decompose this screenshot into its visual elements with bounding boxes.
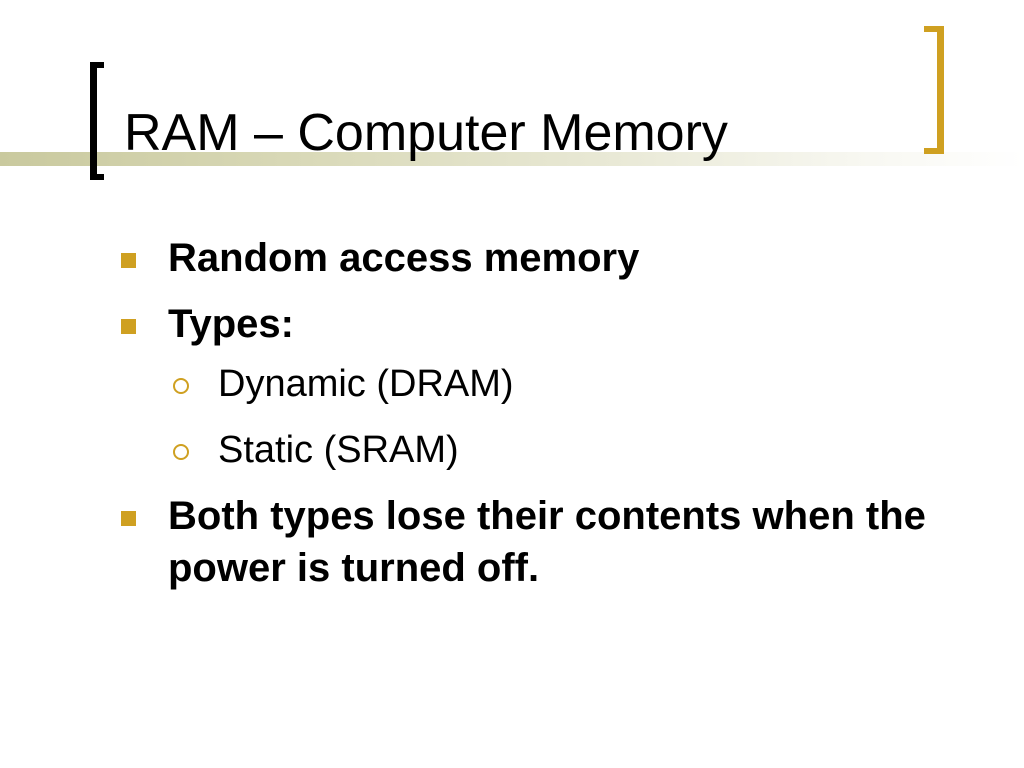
bullet-list: Random access memory Types: Dynamic (DRA… <box>118 232 968 608</box>
square-bullet-icon <box>121 319 136 334</box>
right-bracket-icon <box>924 26 944 154</box>
square-bullet-icon <box>121 511 136 526</box>
sub-bullet-list: Dynamic (DRAM) Static (SRAM) <box>168 358 968 476</box>
left-bracket-icon <box>90 62 104 180</box>
bullet-item: Random access memory <box>118 232 968 284</box>
sub-bullet-item: Dynamic (DRAM) <box>168 358 968 410</box>
slide-title: RAM – Computer Memory <box>124 104 728 162</box>
bullet-text: Both types lose their contents when the … <box>168 494 926 590</box>
circle-bullet-icon <box>173 444 189 460</box>
bullet-text: Types: <box>168 302 294 346</box>
circle-bullet-icon <box>173 378 189 394</box>
sub-bullet-text: Static (SRAM) <box>218 429 459 471</box>
sub-bullet-text: Dynamic (DRAM) <box>218 363 514 405</box>
sub-bullet-item: Static (SRAM) <box>168 424 968 476</box>
title-underline-band <box>0 152 1024 166</box>
bullet-item: Types: Dynamic (DRAM) Static (SRAM) <box>118 298 968 476</box>
bullet-item: Both types lose their contents when the … <box>118 490 968 594</box>
square-bullet-icon <box>121 253 136 268</box>
bullet-text: Random access memory <box>168 236 640 280</box>
